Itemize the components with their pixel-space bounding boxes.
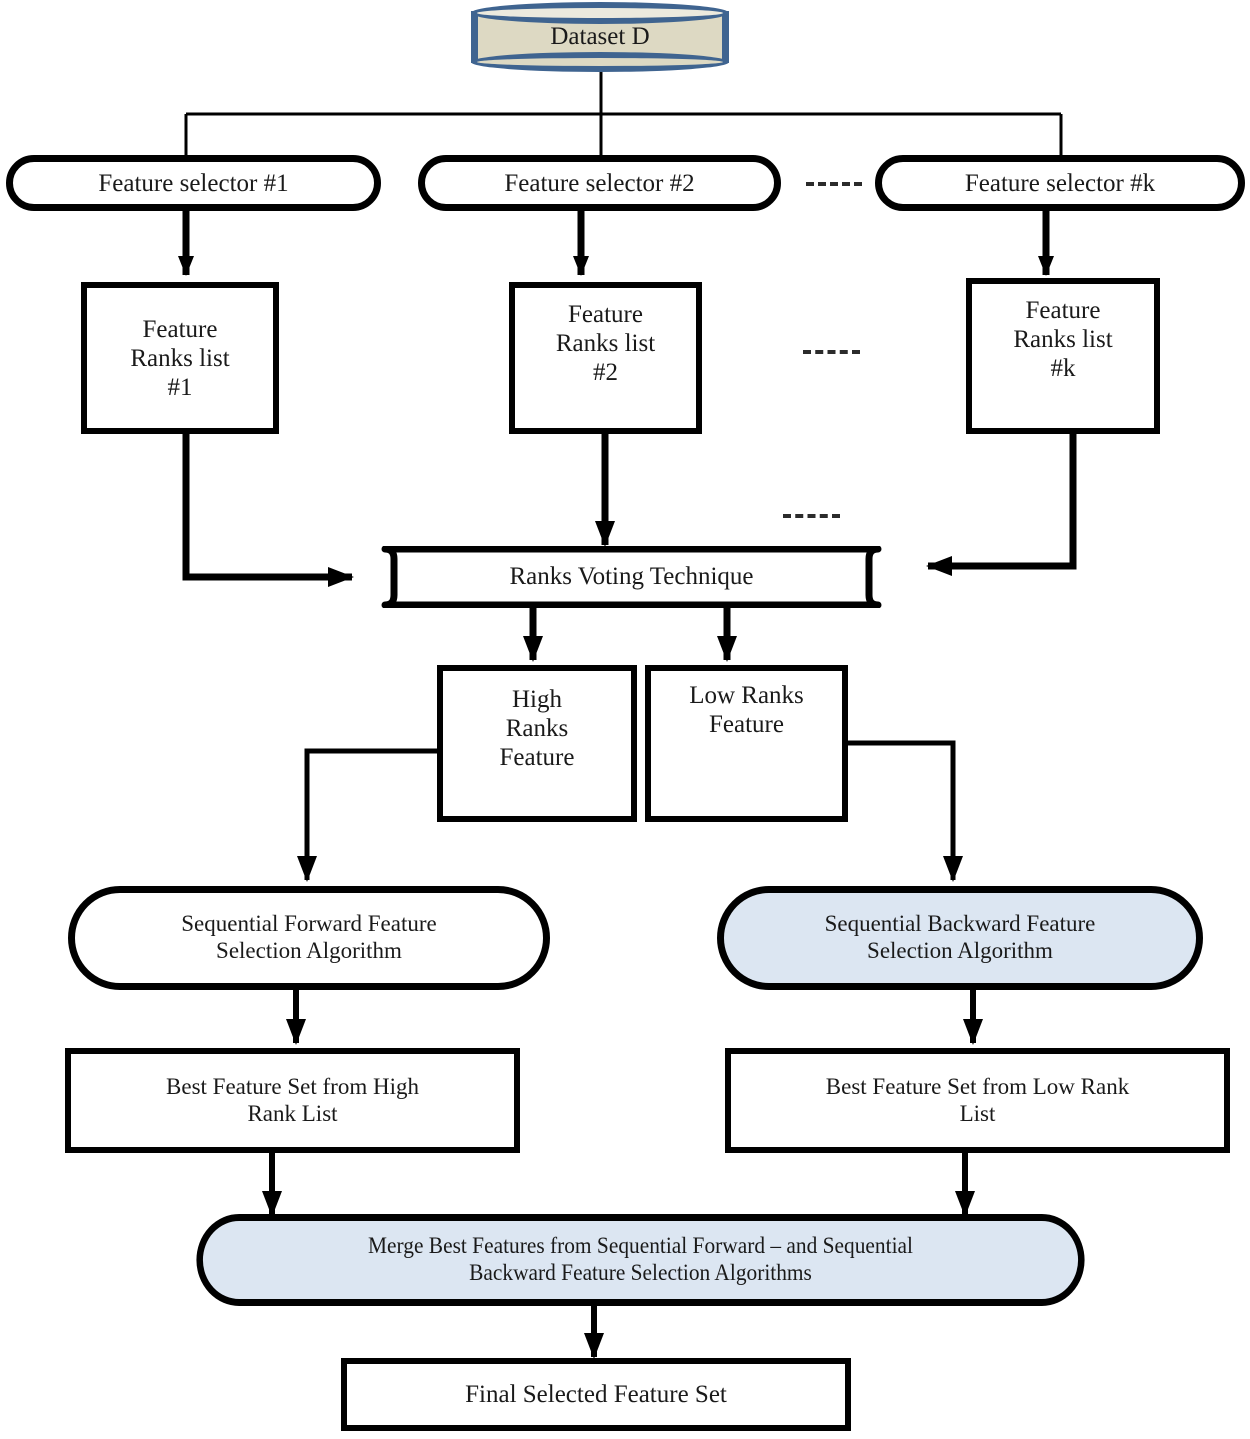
- node-low-ranks-feature[interactable]: Low Ranks Feature: [645, 665, 848, 822]
- node-high-ranks-feature-line1: High: [512, 686, 562, 713]
- node-feature-selector-1-label: Feature selector #1: [98, 169, 289, 197]
- node-ranks-list-1-line3: #1: [167, 373, 193, 401]
- node-final-selected-feature-set[interactable]: Final Selected Feature Set: [341, 1358, 851, 1431]
- node-ranks-list-k-line3: #k: [1050, 355, 1076, 382]
- node-dataset-d[interactable]: Dataset D: [471, 2, 729, 72]
- node-ranks-list-1-line2: Ranks list: [130, 344, 230, 372]
- ellipsis-between-rank-lists: [803, 350, 860, 354]
- edge-low-to-sbfs: [848, 740, 963, 882]
- edge-high-to-sffs: [297, 748, 437, 882]
- edge-listk-to-voting: [926, 432, 1077, 576]
- node-ranks-list-2-line1: Feature: [568, 301, 643, 328]
- node-sequential-forward-selection-line1: Sequential Forward Feature: [181, 911, 437, 937]
- node-ranks-list-1-line1: Feature: [142, 315, 218, 343]
- node-best-feature-set-high-line2: Rank List: [247, 1100, 338, 1126]
- node-sequential-forward-selection[interactable]: Sequential Forward Feature Selection Alg…: [68, 886, 550, 990]
- node-ranks-list-k[interactable]: Feature Ranks list #k: [966, 278, 1160, 434]
- node-final-selected-feature-set-label: Final Selected Feature Set: [465, 1381, 727, 1408]
- node-feature-selector-2-label: Feature selector #2: [504, 169, 695, 197]
- node-sequential-backward-selection-line2: Selection Algorithm: [867, 938, 1053, 963]
- node-merge-best-features[interactable]: Merge Best Features from Sequential Forw…: [196, 1214, 1085, 1306]
- node-low-ranks-feature-line2: Feature: [709, 711, 784, 738]
- node-high-ranks-feature-line2: Ranks: [505, 715, 569, 742]
- node-feature-selector-1[interactable]: Feature selector #1: [6, 155, 381, 211]
- node-high-ranks-feature-line3: Feature: [499, 744, 575, 771]
- ellipsis-below-rank-lists: [783, 514, 840, 518]
- node-feature-selector-k-label: Feature selector #k: [964, 169, 1156, 197]
- node-ranks-voting-technique-label: Ranks Voting Technique: [509, 563, 754, 590]
- node-best-feature-set-high[interactable]: Best Feature Set from High Rank List: [65, 1048, 520, 1153]
- node-low-ranks-feature-line1: Low Ranks: [689, 682, 804, 709]
- edge-list1-to-voting: [182, 432, 354, 587]
- node-ranks-list-k-line1: Feature: [1025, 297, 1101, 324]
- node-ranks-list-2-line2: Ranks list: [555, 330, 656, 357]
- node-high-ranks-feature[interactable]: High Ranks Feature: [437, 665, 637, 822]
- node-ranks-list-2-line3: #2: [593, 359, 618, 386]
- node-feature-selector-2[interactable]: Feature selector #2: [418, 155, 781, 211]
- node-sequential-forward-selection-line2: Selection Algorithm: [216, 938, 402, 963]
- node-merge-best-features-line2: Backward Feature Selection Algorithms: [469, 1260, 812, 1285]
- node-ranks-list-1[interactable]: Feature Ranks list #1: [81, 282, 279, 434]
- ellipsis-between-selectors: [806, 182, 862, 186]
- node-feature-selector-k[interactable]: Feature selector #k: [875, 155, 1245, 211]
- node-best-feature-set-high-line1: Best Feature Set from High: [166, 1073, 419, 1099]
- node-ranks-list-k-line2: Ranks list: [1013, 326, 1113, 353]
- node-best-feature-set-low[interactable]: Best Feature Set from Low Rank List: [725, 1048, 1230, 1153]
- node-merge-best-features-line1: Merge Best Features from Sequential Forw…: [368, 1233, 913, 1259]
- cylinder-bottom-ellipse: [471, 52, 729, 72]
- node-sequential-backward-selection-line1: Sequential Backward Feature: [824, 911, 1096, 937]
- cylinder-top-ellipse: [471, 2, 729, 24]
- node-ranks-list-2[interactable]: Feature Ranks list #2: [509, 282, 702, 434]
- node-best-feature-set-low-line2: List: [959, 1100, 996, 1126]
- node-sequential-backward-selection[interactable]: Sequential Backward Feature Selection Al…: [717, 886, 1203, 990]
- node-ranks-voting-technique[interactable]: Ranks Voting Technique: [371, 545, 892, 609]
- node-dataset-d-label: Dataset D: [550, 23, 650, 50]
- edge-dataset-to-bus: [184, 72, 1063, 160]
- plaque-shape: [375, 545, 888, 609]
- node-best-feature-set-low-line1: Best Feature Set from Low Rank: [825, 1073, 1130, 1099]
